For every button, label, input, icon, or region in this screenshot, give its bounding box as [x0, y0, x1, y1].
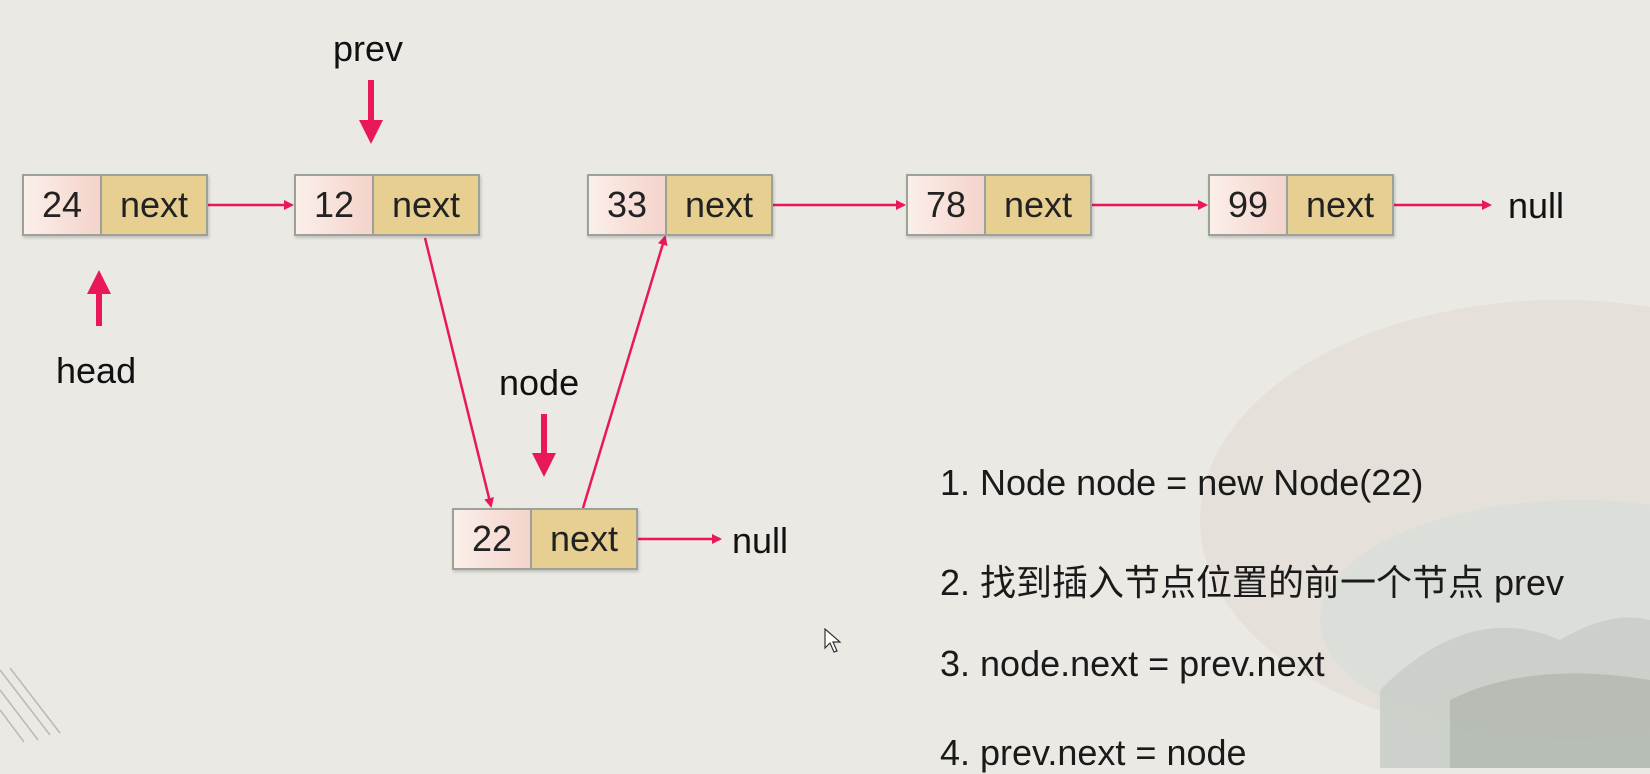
prev-label: prev — [333, 28, 404, 69]
node-value: 22 — [454, 510, 532, 568]
node-value: 24 — [24, 176, 102, 234]
node-next: next — [986, 176, 1090, 234]
step-4: 4. prev.next = node — [940, 732, 1247, 773]
null-label-main: null — [1508, 185, 1565, 226]
step-3: 3. node.next = prev.next — [940, 643, 1325, 684]
mouse-cursor-icon — [824, 628, 842, 653]
list-node-22: 22 next — [452, 508, 638, 570]
node-value: 12 — [296, 176, 374, 234]
head-label: head — [56, 350, 137, 391]
node-next: next — [102, 176, 206, 234]
node-value: 78 — [908, 176, 986, 234]
list-node-78: 78 next — [906, 174, 1092, 236]
node-next: next — [667, 176, 771, 234]
node-next: next — [532, 510, 636, 568]
step-1: 1. Node node = new Node(22) — [940, 462, 1424, 503]
list-node-24: 24 next — [22, 174, 208, 236]
list-node-99: 99 next — [1208, 174, 1394, 236]
node-value: 99 — [1210, 176, 1288, 234]
arrow-12-to-22 — [423, 237, 494, 508]
node-next: next — [374, 176, 478, 234]
null-label-node: null — [732, 520, 789, 561]
arrow-22-to-33 — [581, 235, 668, 509]
list-node-12: 12 next — [294, 174, 480, 236]
node-next: next — [1288, 176, 1392, 234]
node-label: node — [499, 362, 580, 403]
step-2: 2. 找到插入节点位置的前一个节点 prev — [940, 562, 1565, 603]
node-value: 33 — [589, 176, 667, 234]
list-node-33: 33 next — [587, 174, 773, 236]
